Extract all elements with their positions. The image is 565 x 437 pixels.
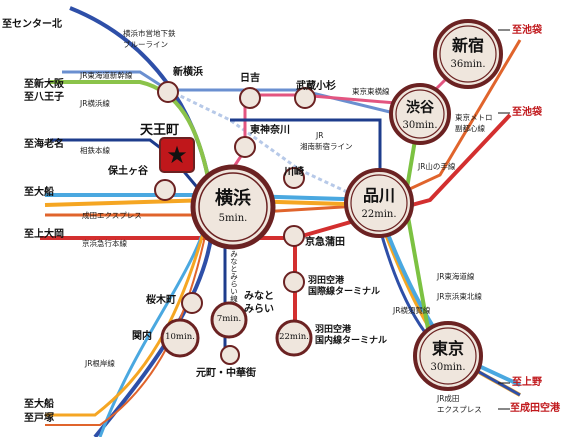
station-marker-shin-yokohama	[157, 81, 179, 103]
station-haneda-intl-1: 羽田空港	[308, 276, 345, 286]
dest-narita: 至成田空港	[510, 403, 560, 414]
station-marker-musashikosugi	[294, 87, 316, 109]
line-narita-express-2a: JR成田	[437, 394, 460, 403]
station-minatomirai-2: みらい	[244, 304, 274, 315]
hub-yokohama	[190, 164, 276, 250]
line-blue-1: 横浜市営地下鉄	[123, 29, 176, 38]
hub-shinagawa-inner	[350, 174, 408, 232]
hub-shinjuku-inner	[439, 25, 497, 83]
hub-tokyo-name: 東京	[431, 339, 464, 358]
keikyu-lower-1	[45, 199, 214, 417]
hub-yokohama-name: 横浜	[215, 188, 251, 209]
hub-haneda-dom	[275, 319, 313, 357]
line-sotetsu: 相鉄本線	[80, 146, 110, 155]
line-negishi: JR根岸線	[85, 359, 115, 368]
station-marker-kawasaki	[283, 167, 305, 189]
hub-tokyo	[413, 321, 483, 391]
station-hiyoshi: 日吉	[240, 73, 260, 84]
station-haneda-dom-2: 国内線ターミナル	[315, 336, 388, 346]
dest-shin-osaka: 至新大阪	[24, 79, 64, 90]
yamanote-track	[402, 109, 450, 357]
line-narita-express-2b: エクスプレス	[437, 405, 482, 414]
line-blue-2: ブルーライン	[123, 40, 168, 49]
line-shinkansen: JR東海道新幹線	[80, 71, 133, 80]
star-icon: ★	[166, 141, 188, 169]
hub-yokohama-inner	[198, 172, 268, 242]
dest-ofuna-2: 至大船	[24, 399, 54, 410]
line-keikyu: 京浜急行本線	[82, 239, 127, 248]
station-marker-haneda-intl	[283, 271, 305, 293]
hub-minatomirai	[210, 301, 248, 339]
station-sakuragicho: 桜木町	[146, 295, 176, 306]
hub-shinagawa-time: 22min.	[361, 209, 397, 220]
station-haneda-dom-1: 羽田空港	[315, 325, 352, 335]
dest-hachioji: 至八王子	[24, 92, 64, 103]
station-tennocho: 天王町	[140, 123, 180, 138]
dest-ikebukuro-1: 至池袋	[512, 25, 542, 36]
line-shonan-2: 湘南新宿ライン	[300, 142, 353, 151]
station-marker-hiyoshi	[239, 87, 261, 109]
keikyu-lower-2	[45, 199, 213, 426]
line-tokyo-metro-1: 東京メトロ	[455, 113, 493, 122]
station-hodogaya: 保土ヶ谷	[108, 166, 148, 177]
dest-totsuka: 至戸塚	[24, 413, 54, 424]
station-shin-yokohama: 新横浜	[173, 67, 203, 78]
hub-minatomirai-time: 7min.	[216, 314, 242, 324]
hub-shibuya-time: 30min.	[402, 120, 438, 131]
hub-yokohama-time: 5min.	[218, 213, 248, 224]
line-toyoko: 東京東横線	[352, 87, 390, 96]
station-marker-higashi-kanagawa	[234, 136, 256, 158]
station-haneda-intl-2: 国際線ターミナル	[308, 287, 381, 297]
hub-shinagawa	[344, 168, 414, 238]
station-higashi-kanagawa: 東神奈川	[250, 125, 290, 136]
hub-shinjuku	[433, 19, 503, 89]
hub-shinjuku-name: 新宿	[451, 36, 484, 55]
yokohama-line-track	[50, 80, 214, 201]
hub-tokyo-time: 30min.	[430, 362, 466, 373]
station-marker-motomachi	[220, 345, 240, 365]
station-keikyu-kamata: 京急蒲田	[305, 237, 345, 248]
station-marker-hodogaya	[154, 179, 176, 201]
line-yamanote: JR山の手線	[418, 162, 456, 171]
dest-kamiooka: 至上大岡	[24, 229, 64, 240]
station-marker-sakuragicho	[181, 292, 203, 314]
shinkansen-dashed	[167, 88, 376, 207]
hub-shinagawa-name: 品川	[362, 186, 395, 205]
keikyu-track	[40, 113, 512, 240]
line-tokyo-metro-2: 副都心線	[455, 124, 485, 133]
station-marker-keikyu-kamata	[283, 225, 305, 247]
dest-center-north: 至センター北	[2, 19, 62, 30]
line-keihin-tohoku: JR京浜東北線	[437, 292, 482, 301]
line-minatomirai: みなとみらい線	[229, 250, 239, 303]
hub-shibuya-inner	[395, 89, 445, 139]
station-minatomirai-1: みなと	[244, 291, 274, 302]
hub-shibuya-name: 渋谷	[406, 100, 434, 116]
line-tokaido: JR東海道線	[437, 272, 475, 281]
negishi-track	[98, 199, 214, 437]
station-motomachi: 元町・中華街	[196, 368, 256, 379]
hub-kannai-time: 10min.	[165, 332, 195, 342]
station-marker-tennocho	[159, 137, 195, 173]
station-kawasaki: 川崎	[284, 167, 304, 178]
dest-ikebukuro-2: 至池袋	[512, 107, 542, 118]
hub-shinjuku-time: 36min.	[450, 59, 486, 70]
station-kannai: 関内	[132, 331, 152, 342]
line-yokosuka: JR横須賀線	[393, 306, 431, 315]
station-musashikosugi: 武蔵小杉	[296, 81, 336, 92]
hub-shibuya	[389, 83, 451, 145]
hub-kannai	[160, 318, 200, 358]
line-narita-express: 成田エクスプレス	[82, 211, 142, 220]
line-yokohama: JR横浜線	[80, 99, 110, 108]
hub-tokyo-inner	[419, 327, 477, 385]
dest-ofuna: 至大船	[24, 187, 54, 198]
line-shonan-1: JR	[316, 131, 324, 140]
hub-haneda-time: 22min.	[279, 332, 309, 342]
dest-ebina: 至海老名	[24, 139, 64, 150]
dest-ueno: 至上野	[512, 377, 542, 388]
